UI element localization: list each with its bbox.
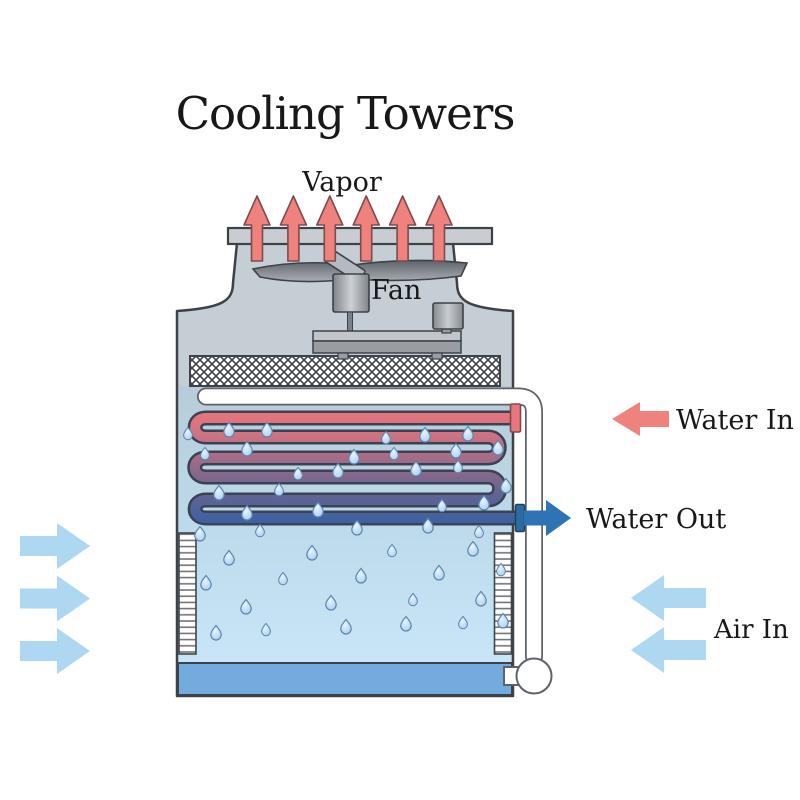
water-droplet bbox=[312, 501, 324, 518]
vapor-arrow bbox=[243, 195, 271, 262]
water-droplet bbox=[500, 477, 512, 494]
vapor-arrow bbox=[425, 195, 453, 262]
vapor-arrow bbox=[352, 195, 381, 262]
water-droplet bbox=[381, 430, 391, 445]
water-droplet bbox=[410, 460, 422, 477]
vapor-arrow bbox=[315, 195, 344, 262]
page-title: Cooling Towers bbox=[176, 87, 515, 140]
louver-right bbox=[493, 532, 513, 655]
water-droplet bbox=[278, 571, 288, 586]
water-droplet bbox=[437, 498, 447, 513]
water-droplet bbox=[467, 540, 479, 557]
water-out-arrow bbox=[524, 500, 571, 536]
water-droplet bbox=[223, 421, 235, 438]
water-droplet bbox=[400, 615, 412, 632]
water-droplet bbox=[462, 425, 474, 442]
water-in-arrow bbox=[612, 402, 669, 436]
fan-motor bbox=[332, 273, 370, 313]
fan-assembly bbox=[251, 249, 469, 360]
platform-foot-right bbox=[431, 352, 443, 360]
water-droplet bbox=[306, 544, 318, 561]
water-droplet bbox=[497, 612, 509, 629]
platform-foot-left bbox=[337, 352, 349, 360]
water-droplet bbox=[348, 448, 360, 465]
air-in-arrow bbox=[20, 575, 90, 622]
water-droplet bbox=[475, 590, 487, 607]
water-droplet bbox=[240, 598, 252, 615]
water-droplet bbox=[200, 574, 212, 591]
air-in-arrows-left bbox=[20, 523, 90, 674]
water-droplet bbox=[496, 562, 506, 577]
water-droplets bbox=[183, 421, 512, 641]
water-droplet bbox=[213, 484, 225, 501]
water-droplet bbox=[255, 523, 265, 538]
vapor-arrows bbox=[243, 195, 453, 262]
water-droplet bbox=[458, 615, 468, 630]
water-droplet bbox=[389, 446, 399, 461]
water-droplet bbox=[433, 564, 445, 581]
water-droplet bbox=[340, 618, 352, 635]
water-out-label: Water Out bbox=[586, 504, 726, 535]
water-droplet bbox=[274, 482, 284, 497]
vapor-arrow bbox=[388, 195, 417, 262]
water-droplet bbox=[210, 624, 222, 641]
water-droplet bbox=[492, 439, 504, 456]
water-droplet bbox=[332, 462, 344, 479]
coil-serpentine bbox=[187, 403, 526, 533]
recirculation-pipe bbox=[197, 387, 553, 695]
air-in-arrow bbox=[20, 523, 90, 569]
vapor-label: Vapor bbox=[301, 167, 382, 198]
water-droplet bbox=[387, 543, 397, 558]
air-in-label: Air In bbox=[713, 615, 789, 645]
air-in-arrow bbox=[631, 575, 706, 621]
water-basin bbox=[177, 662, 513, 696]
platform-lower-bar bbox=[312, 340, 462, 354]
air-in-arrow bbox=[631, 627, 706, 673]
water-droplet bbox=[478, 494, 490, 511]
water-droplet bbox=[241, 504, 253, 521]
air-in-arrows-right bbox=[631, 575, 706, 673]
water-droplet bbox=[194, 525, 206, 542]
water-droplet bbox=[261, 622, 271, 637]
vapor-arrow bbox=[279, 195, 308, 262]
drive-motor bbox=[432, 302, 464, 330]
water-droplet bbox=[200, 446, 210, 461]
water-droplet bbox=[325, 594, 337, 611]
louver-left bbox=[178, 532, 197, 655]
water-droplet bbox=[241, 440, 253, 457]
water-droplet bbox=[422, 517, 434, 534]
fan-blade-right bbox=[352, 259, 469, 282]
water-droplet bbox=[453, 459, 463, 474]
water-droplet bbox=[355, 567, 367, 584]
water-droplet bbox=[261, 421, 273, 438]
fan-label: Fan bbox=[371, 275, 421, 306]
water-droplet bbox=[419, 426, 431, 443]
water-in-label: Water In bbox=[676, 405, 794, 436]
water-in-flange bbox=[509, 403, 522, 433]
water-droplet bbox=[408, 592, 418, 607]
water-droplet bbox=[183, 426, 193, 441]
water-out-flange bbox=[514, 503, 526, 533]
pump-circle bbox=[515, 657, 553, 695]
water-droplet bbox=[351, 519, 363, 536]
water-droplet bbox=[223, 549, 235, 566]
drift-eliminator-mesh bbox=[189, 355, 501, 387]
water-droplet bbox=[450, 442, 462, 459]
platform-upper-bar bbox=[312, 330, 462, 342]
water-droplet bbox=[474, 524, 484, 539]
air-in-arrow bbox=[20, 628, 90, 674]
water-droplet bbox=[293, 466, 303, 481]
